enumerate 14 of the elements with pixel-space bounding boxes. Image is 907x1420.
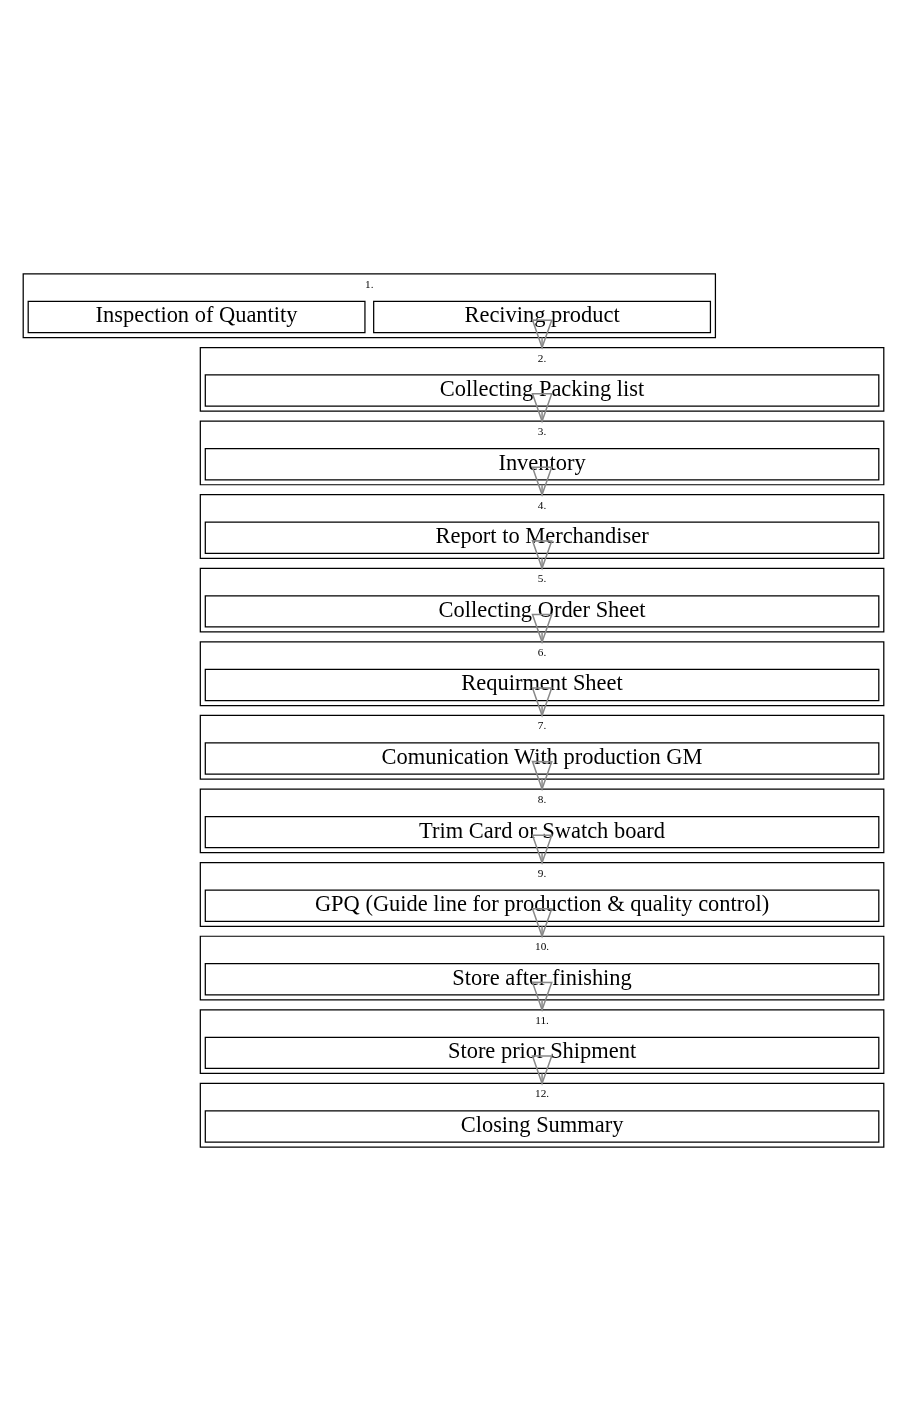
- node-box: Collecting Packing list: [204, 373, 880, 407]
- node-box: Store prior Shipment: [204, 1036, 880, 1069]
- node-box: Inventory: [204, 447, 880, 480]
- arrow: [531, 1054, 553, 1086]
- node-box: Closing Summary: [204, 1109, 880, 1143]
- node-box: GPQ (Guide line for production & quality control): [204, 888, 880, 922]
- node-box: Store after finishing: [204, 962, 880, 995]
- node-box: Trim Card or Swatch board: [204, 815, 880, 848]
- node-box: Requirment Sheet: [204, 668, 880, 701]
- node-box: Report to Merchandiser: [204, 521, 880, 554]
- node-box: Reciving product: [373, 300, 712, 333]
- node-box: Comunication With production GM: [204, 741, 880, 775]
- node-box: Inspection of Quantity: [27, 300, 366, 333]
- node-box: Collecting Order Sheet: [204, 594, 880, 628]
